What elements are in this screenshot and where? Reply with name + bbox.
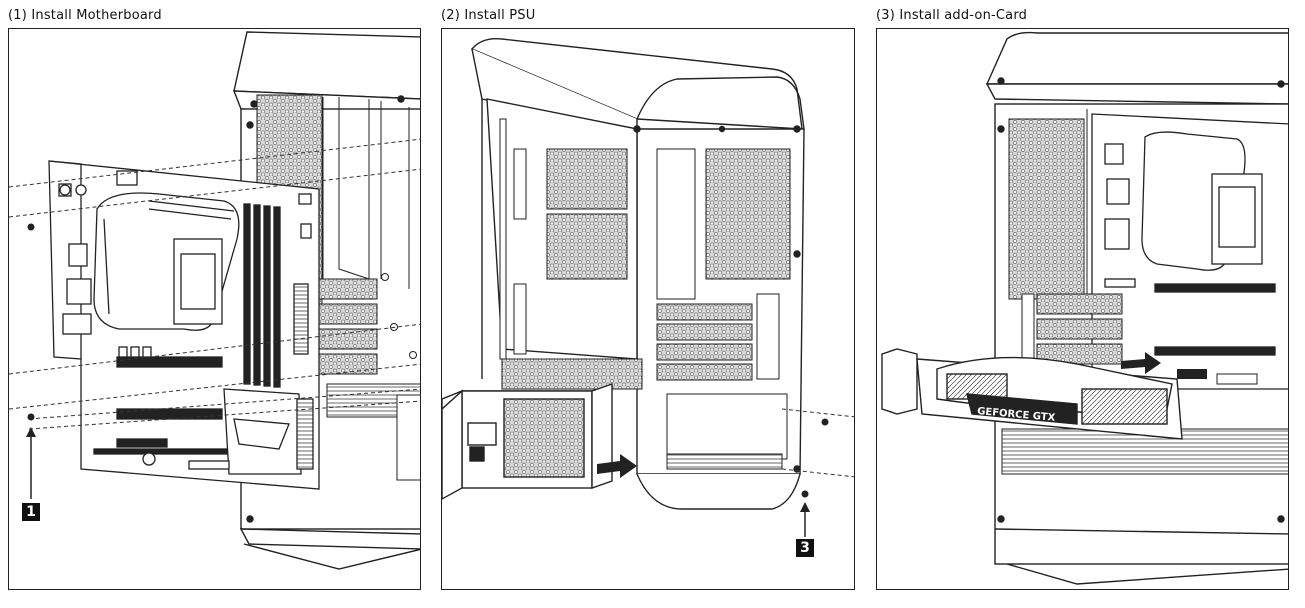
motherboard xyxy=(48,160,320,490)
pci-slots xyxy=(656,293,780,381)
step3-panel: GEFORCE GTX xyxy=(876,28,1289,590)
screw xyxy=(27,223,35,231)
step1-title: (1) Install Motherboard xyxy=(8,8,162,23)
step1-panel: 1 xyxy=(8,28,421,590)
motherboard xyxy=(1091,113,1288,390)
step3-title: (3) Install add-on-Card xyxy=(876,8,1028,23)
psu-unit xyxy=(442,383,613,500)
screw xyxy=(801,490,809,498)
insert-arrow xyxy=(1121,352,1161,374)
top-mesh xyxy=(705,148,791,280)
psu-shroud-mesh xyxy=(1001,428,1288,475)
callout-step1: 1 xyxy=(22,503,40,521)
psu-bay xyxy=(666,393,788,460)
step1-illustration xyxy=(9,31,420,570)
mesh-panel xyxy=(1008,118,1085,300)
screw xyxy=(821,418,829,426)
step2-panel: 3 xyxy=(441,28,855,590)
psu-block xyxy=(396,394,420,481)
graphics-card xyxy=(881,348,1183,440)
step2-illustration xyxy=(442,38,854,537)
callout-step3: 3 xyxy=(796,539,814,557)
slot-covers xyxy=(318,278,378,375)
side-mesh xyxy=(546,148,628,210)
step3-illustration: GEFORCE GTX xyxy=(881,31,1288,585)
insert-arrow xyxy=(597,454,637,478)
screw xyxy=(27,413,35,421)
alignment-lines xyxy=(781,408,854,478)
step2-title: (2) Install PSU xyxy=(441,8,536,23)
alignment-lines xyxy=(9,138,420,430)
